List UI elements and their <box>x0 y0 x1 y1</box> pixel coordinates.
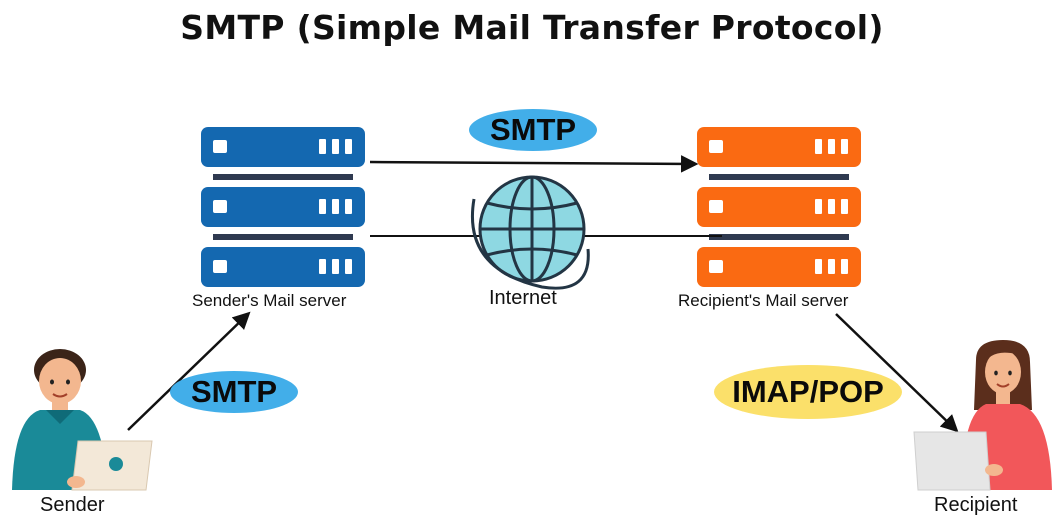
sender-server-label: Sender's Mail server <box>192 291 347 310</box>
diagram-title: SMTP (Simple Mail Transfer Protocol) <box>180 8 884 47</box>
recipient-mail-server <box>697 127 861 287</box>
sender-mail-server <box>201 127 365 287</box>
imap-pop-arrow <box>835 313 959 433</box>
recipient-label: Recipient <box>934 494 1018 516</box>
recipient-server-label: Recipient's Mail server <box>678 291 849 310</box>
smtp-protocol-badge-sender: SMTP <box>170 371 298 413</box>
server-unit <box>697 127 861 167</box>
server-unit <box>201 127 365 167</box>
server-unit <box>201 247 365 287</box>
recipient-person-icon <box>913 340 1052 491</box>
internet-label: Internet <box>489 287 557 309</box>
server-unit <box>201 187 365 227</box>
server-unit <box>697 187 861 227</box>
server-unit <box>697 247 861 287</box>
sender-person-icon <box>12 349 153 491</box>
globe-icon <box>471 175 590 290</box>
smtp-protocol-badge-top: SMTP <box>469 109 597 151</box>
imap-pop-protocol-badge: IMAP/POP <box>714 365 902 419</box>
smtp-arrow-top <box>369 155 699 173</box>
sender-smtp-arrow <box>127 311 251 431</box>
sender-label: Sender <box>40 494 105 516</box>
